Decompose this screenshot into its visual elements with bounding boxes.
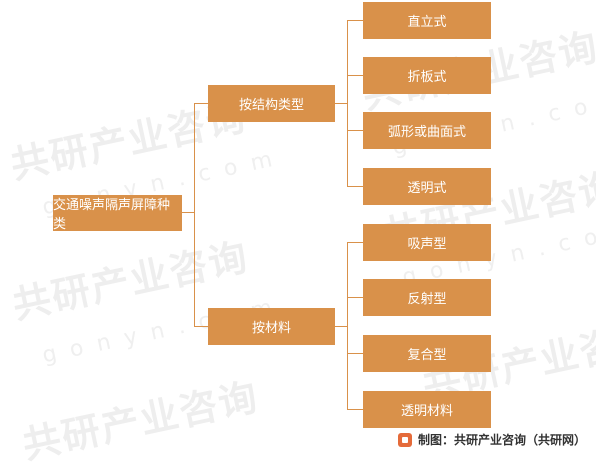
brand-logo-icon (397, 432, 412, 447)
connector-leaf (347, 297, 363, 298)
leaf-node: 复合型 (363, 335, 491, 372)
leaf-node: 弧形或曲面式 (363, 112, 491, 149)
connector-branch-1-out (335, 103, 347, 104)
connector-spine-branch-2 (347, 242, 348, 409)
branch-node-material: 按材料 (208, 308, 335, 345)
connector-leaf (347, 130, 363, 131)
leaf-node: 折板式 (363, 57, 491, 94)
credit-text: 制图：共研产业咨询（共研网） (417, 433, 586, 447)
branch-node-structure: 按结构类型 (208, 85, 335, 122)
credit: 制图：共研产业咨询（共研网） (397, 431, 586, 448)
connector-root (182, 212, 194, 213)
leaf-node: 吸声型 (363, 224, 491, 261)
connector-spine-level1 (194, 103, 195, 326)
connector-leaf (347, 75, 363, 76)
connector-to-branch-2 (194, 326, 208, 327)
connector-spine-branch-1 (347, 20, 348, 186)
connector-branch-2-out (335, 326, 347, 327)
connector-leaf (347, 20, 363, 21)
leaf-node: 透明材料 (363, 391, 491, 428)
leaf-node: 直立式 (363, 2, 491, 39)
connector-leaf (347, 409, 363, 410)
leaf-node: 反射型 (363, 279, 491, 316)
connector-leaf (347, 242, 363, 243)
leaf-node: 透明式 (363, 168, 491, 205)
connector-to-branch-1 (194, 103, 208, 104)
watermark: 共研产业咨询 (18, 374, 263, 468)
root-node: 交通噪声隔声屏障种类 (53, 195, 182, 232)
connector-leaf (347, 353, 363, 354)
connector-leaf (347, 186, 363, 187)
